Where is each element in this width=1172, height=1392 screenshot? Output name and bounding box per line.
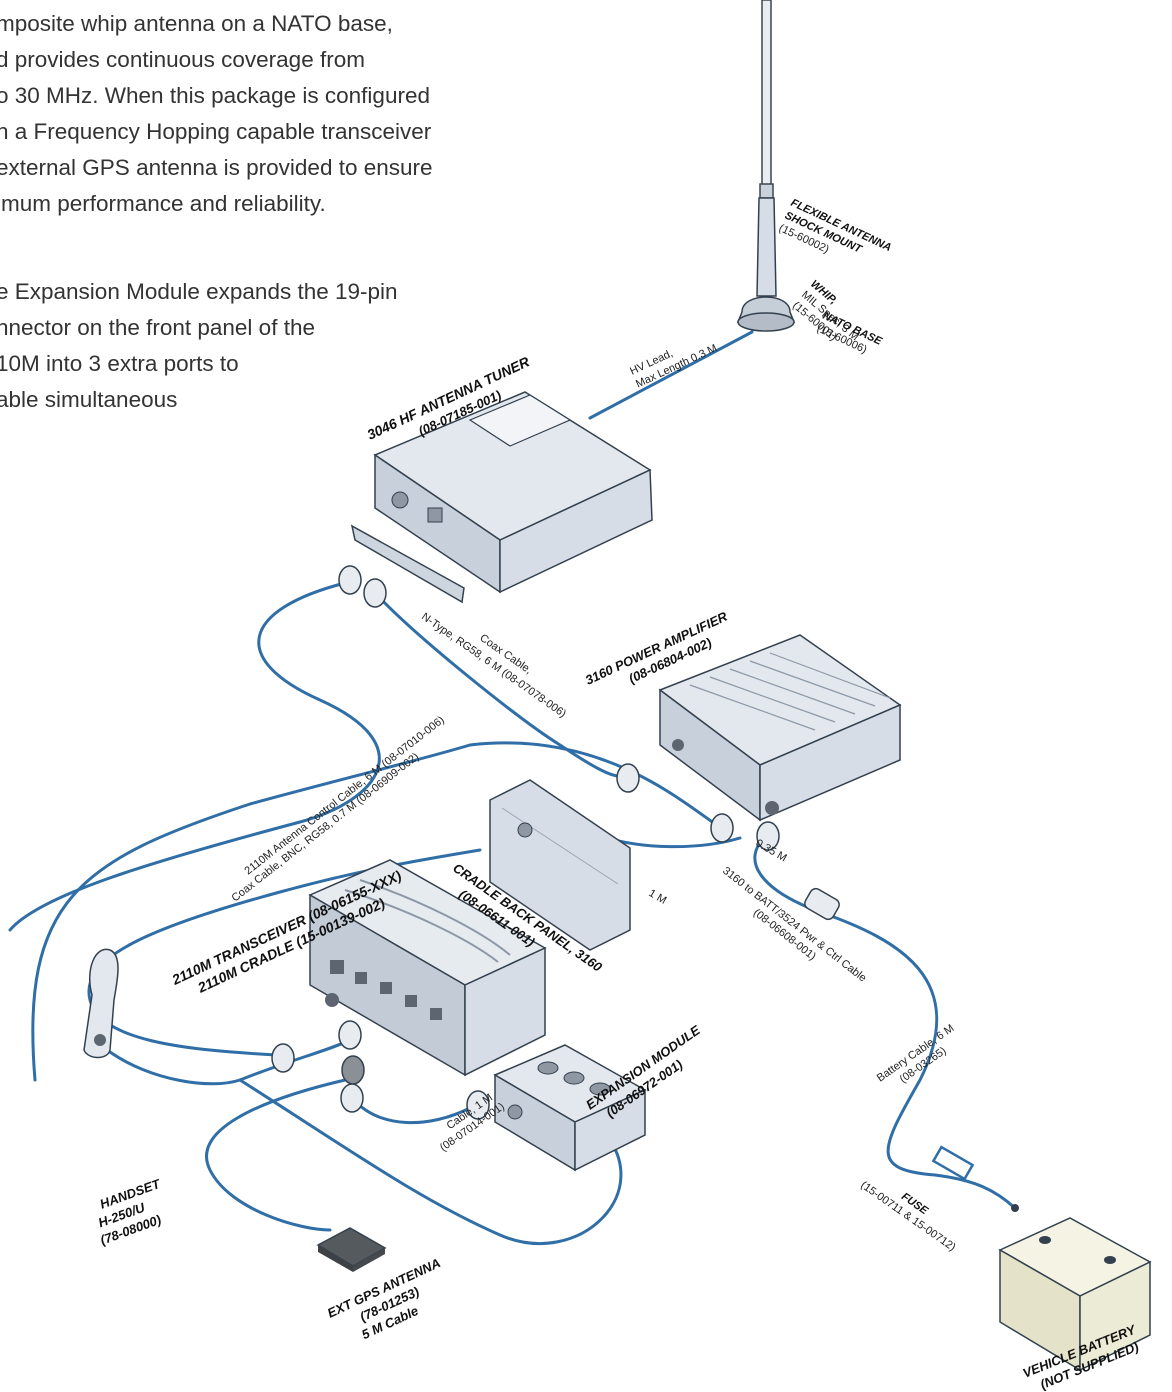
hv-lead-label: HV Lead, Max Length 0.3 M bbox=[628, 342, 719, 390]
hv-lead-cable bbox=[588, 330, 754, 420]
intro-line: external GPS antenna is provided to ensu… bbox=[0, 155, 433, 180]
intro-line: 10M into 3 extra ports to bbox=[0, 351, 239, 376]
labels: WHIP, MIL Spec, 3 M (15-60001) FLEXIBLE … bbox=[96, 197, 1141, 1392]
handset-label: HANDSET H-250/U (78-08000) bbox=[96, 1176, 163, 1248]
intro-line: imum performance and reliability. bbox=[0, 191, 326, 216]
gps-label: EXT GPS ANTENNA (78-01253) 5 M Cable bbox=[325, 1255, 443, 1342]
intro-line: able simultaneous bbox=[0, 387, 178, 412]
pwr-ctrl-cable-label-line: 3160 to BATT/3524 Pwr & Ctrl Cable bbox=[720, 865, 868, 985]
intro-line: mposite whip antenna on a NATO base, bbox=[0, 11, 393, 36]
fuse-label-line: (15-00711 & 15-00712) bbox=[858, 1179, 957, 1254]
handset-cord bbox=[108, 1038, 352, 1086]
gps-antenna bbox=[316, 1227, 387, 1272]
connector bbox=[756, 821, 780, 851]
intro-line: e Expansion Module expands the 19-pin bbox=[0, 279, 398, 304]
power-amplifier bbox=[658, 634, 902, 822]
antenna-tuner bbox=[350, 391, 653, 604]
antenna-control-cable bbox=[8, 581, 381, 932]
connector bbox=[710, 813, 734, 843]
connector bbox=[338, 1020, 362, 1050]
intro-paragraph-2: e Expansion Module expands the 19-pin nn… bbox=[0, 274, 398, 418]
connector bbox=[616, 763, 640, 793]
connector bbox=[341, 1055, 365, 1085]
shock-mount-label: FLEXIBLE ANTENNA SHOCK MOUNT (15-60002) bbox=[777, 197, 893, 256]
gps-cable bbox=[205, 1078, 347, 1232]
transceiver-cradle bbox=[308, 859, 547, 1077]
fuse-label: FUSE (15-00711 & 15-00712) bbox=[858, 1179, 957, 1254]
intro-line: h a Frequency Hopping capable transceive… bbox=[0, 119, 432, 144]
inline-connector bbox=[804, 887, 840, 921]
intro-line: d provides continuous coverage from bbox=[0, 47, 365, 72]
pa-to-battery-cable bbox=[753, 834, 1017, 1210]
control-cable-label: 2110M Antenna Control Cable, 6 M (08-070… bbox=[242, 714, 446, 877]
cable-connectors bbox=[271, 565, 840, 1120]
fuse bbox=[931, 1145, 1019, 1212]
coax-ntype-label-line: N-Type, RG58, 6 M (08-07078-006) bbox=[419, 611, 568, 720]
connector bbox=[340, 1083, 364, 1113]
connector bbox=[363, 578, 387, 608]
pwr-ctrl-cable-label: 3160 to BATT/3524 Pwr & Ctrl Cable (08-0… bbox=[720, 865, 868, 985]
intro-line: o 30 MHz. When this package is configure… bbox=[0, 83, 430, 108]
intro-paragraph-1: mposite whip antenna on a NATO base, d p… bbox=[0, 6, 433, 222]
cradle-back-panel bbox=[489, 779, 631, 951]
battery-cable-label: Battery Cable, 6 M (08-03265) bbox=[875, 1022, 957, 1085]
expansion-module bbox=[493, 1044, 647, 1172]
connector bbox=[338, 565, 362, 595]
whip-antenna bbox=[736, 0, 796, 332]
vehicle-battery bbox=[998, 1217, 1152, 1372]
one-meter-label: 1 M bbox=[647, 887, 669, 907]
intro-line: nnector on the front panel of the bbox=[0, 315, 315, 340]
connector bbox=[466, 1090, 490, 1120]
cable-1m bbox=[350, 1096, 472, 1124]
coax-ntype-cable bbox=[376, 594, 624, 778]
connector bbox=[271, 1043, 295, 1073]
handset bbox=[83, 948, 119, 1059]
coax-bnc-cable bbox=[31, 743, 472, 1082]
